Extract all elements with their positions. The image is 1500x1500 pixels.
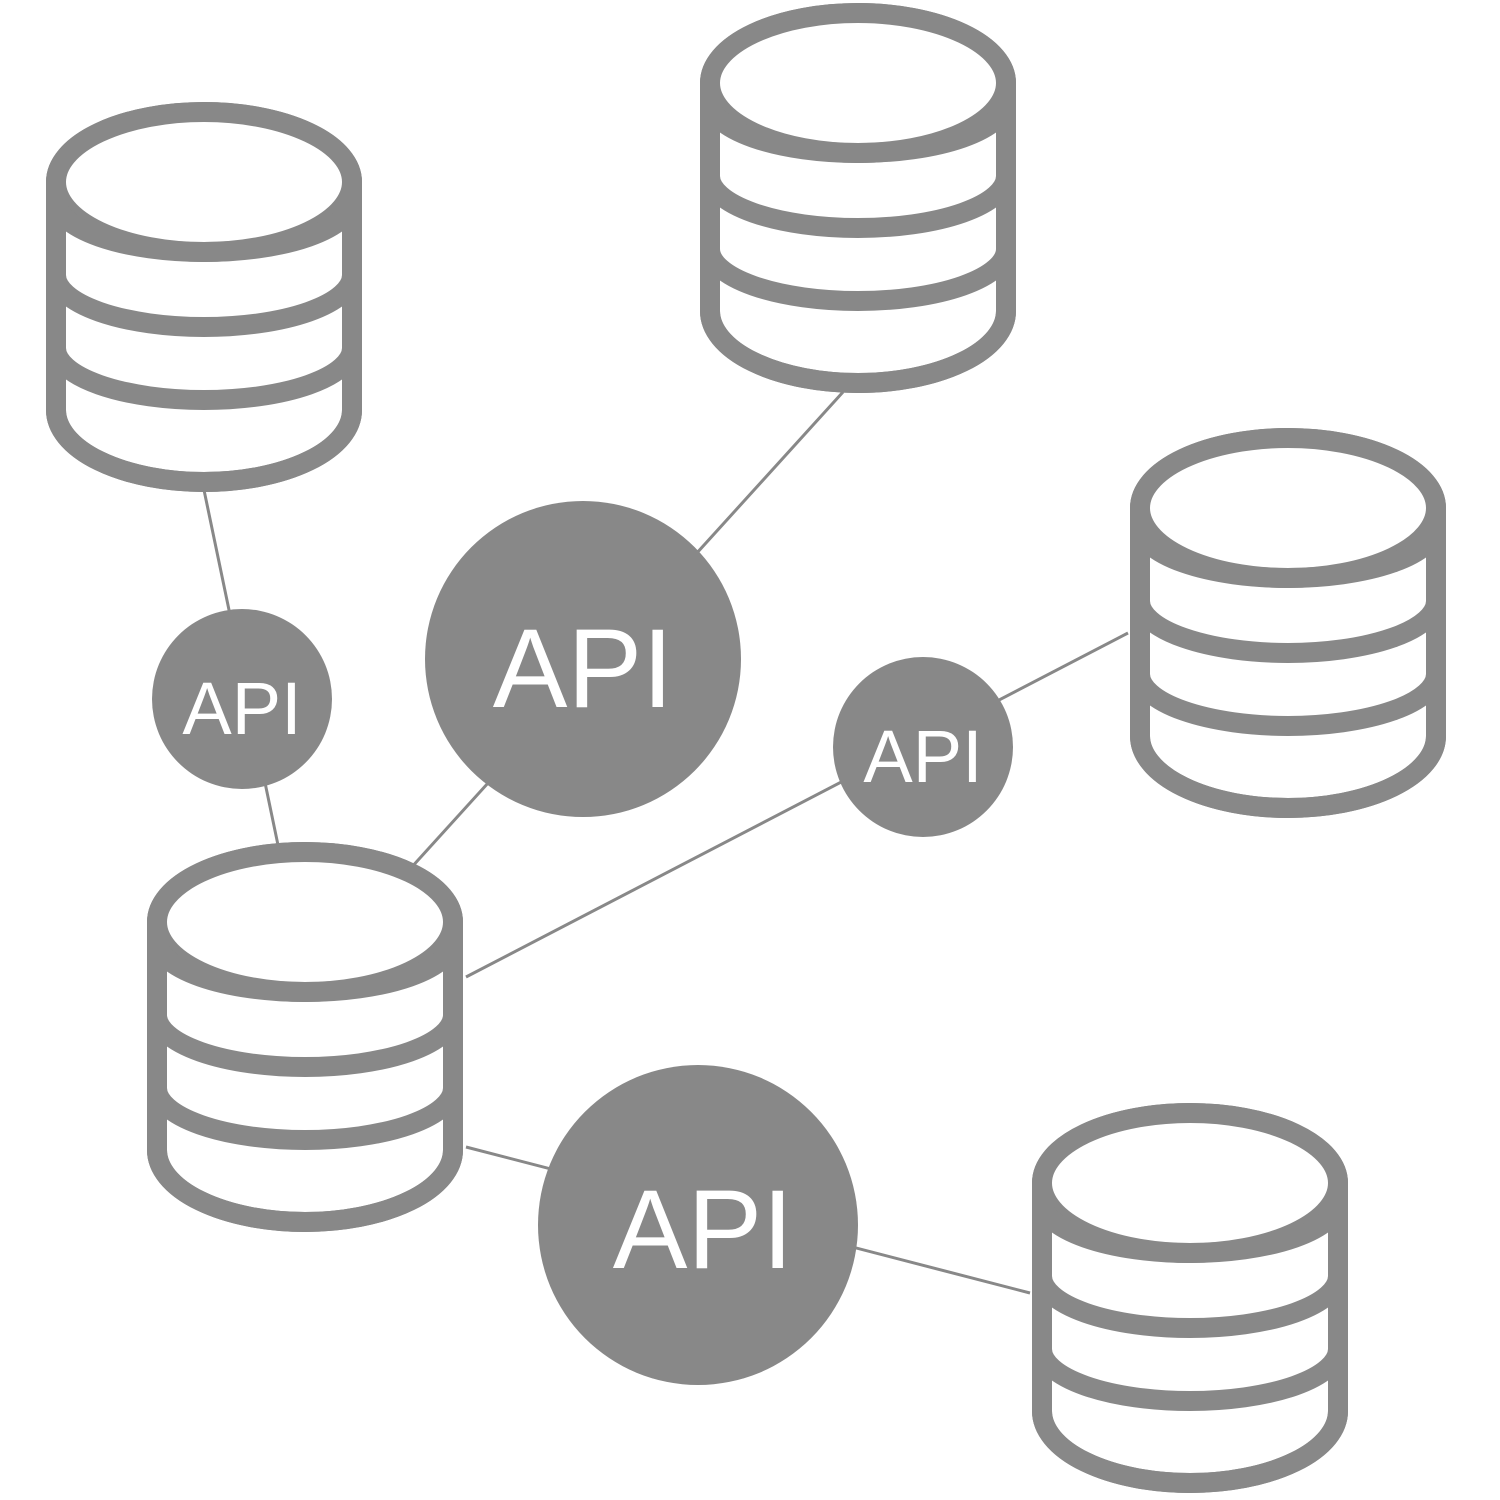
database-icon xyxy=(46,102,362,492)
api-label: API xyxy=(863,715,982,798)
database-icon xyxy=(700,3,1016,393)
api-node: API xyxy=(425,501,741,817)
api-label: API xyxy=(182,667,301,750)
api-label: API xyxy=(493,606,674,731)
api-node: API xyxy=(833,657,1013,837)
api-node: API xyxy=(538,1065,858,1385)
connection-line xyxy=(465,631,1129,979)
database-icon xyxy=(1130,428,1446,818)
database-icon xyxy=(1032,1103,1348,1493)
database-icon xyxy=(147,842,463,1232)
api-label: API xyxy=(613,1167,794,1292)
databases xyxy=(46,3,1446,1493)
api-node: API xyxy=(152,609,332,789)
